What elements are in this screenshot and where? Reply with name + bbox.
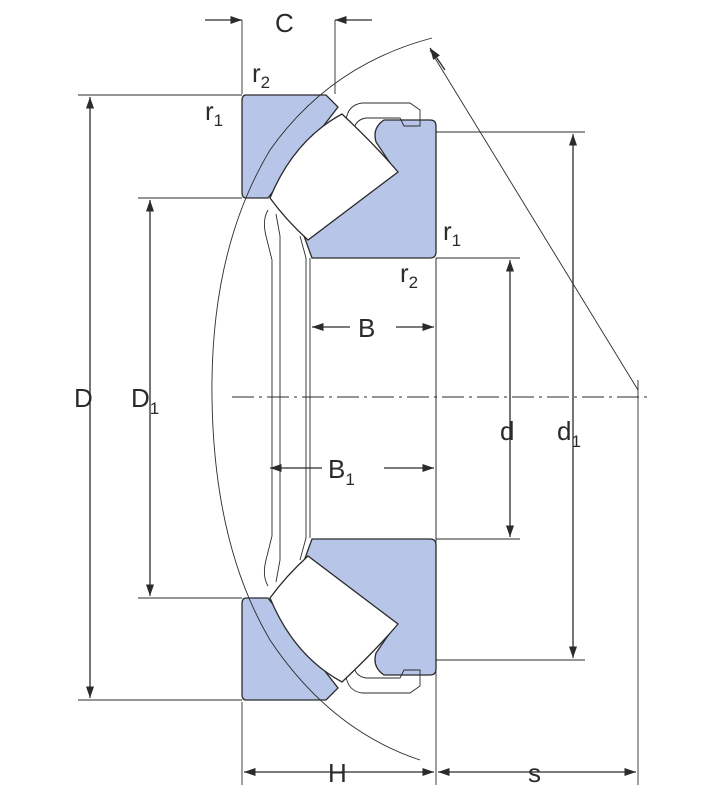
label-B1: B1 [328, 454, 355, 489]
label-D1: D1 [131, 383, 159, 418]
shaft-washer-top [303, 119, 437, 259]
label-d1: d1 [557, 416, 581, 451]
label-r2-top: r2 [252, 58, 270, 92]
housing-washer-bottom [241, 597, 339, 701]
label-C: C [275, 8, 294, 38]
label-H: H [328, 758, 347, 788]
dimension-labels: C r2 r1 r1 r2 D D1 B B1 d d1 H s [74, 8, 581, 788]
label-r1-top: r1 [205, 96, 223, 130]
roller-top [269, 113, 399, 241]
spherical-raceway-arc [211, 37, 433, 761]
roller-bottom [269, 555, 399, 683]
label-D: D [74, 383, 93, 413]
label-r1-right: r1 [443, 216, 461, 250]
dimension-arrows [85, 15, 636, 777]
shaft-washer-bottom [303, 538, 437, 676]
bearing-cross-section [211, 37, 437, 761]
cage-bottom [345, 663, 421, 694]
label-d: d [500, 416, 514, 446]
label-B: B [358, 313, 375, 343]
arc-arrow [429, 47, 446, 71]
cage-top [345, 102, 421, 133]
label-s: s [528, 758, 541, 788]
guide-flange [263, 209, 273, 587]
extension-lines [78, 20, 639, 785]
label-r2-right: r2 [400, 258, 418, 292]
